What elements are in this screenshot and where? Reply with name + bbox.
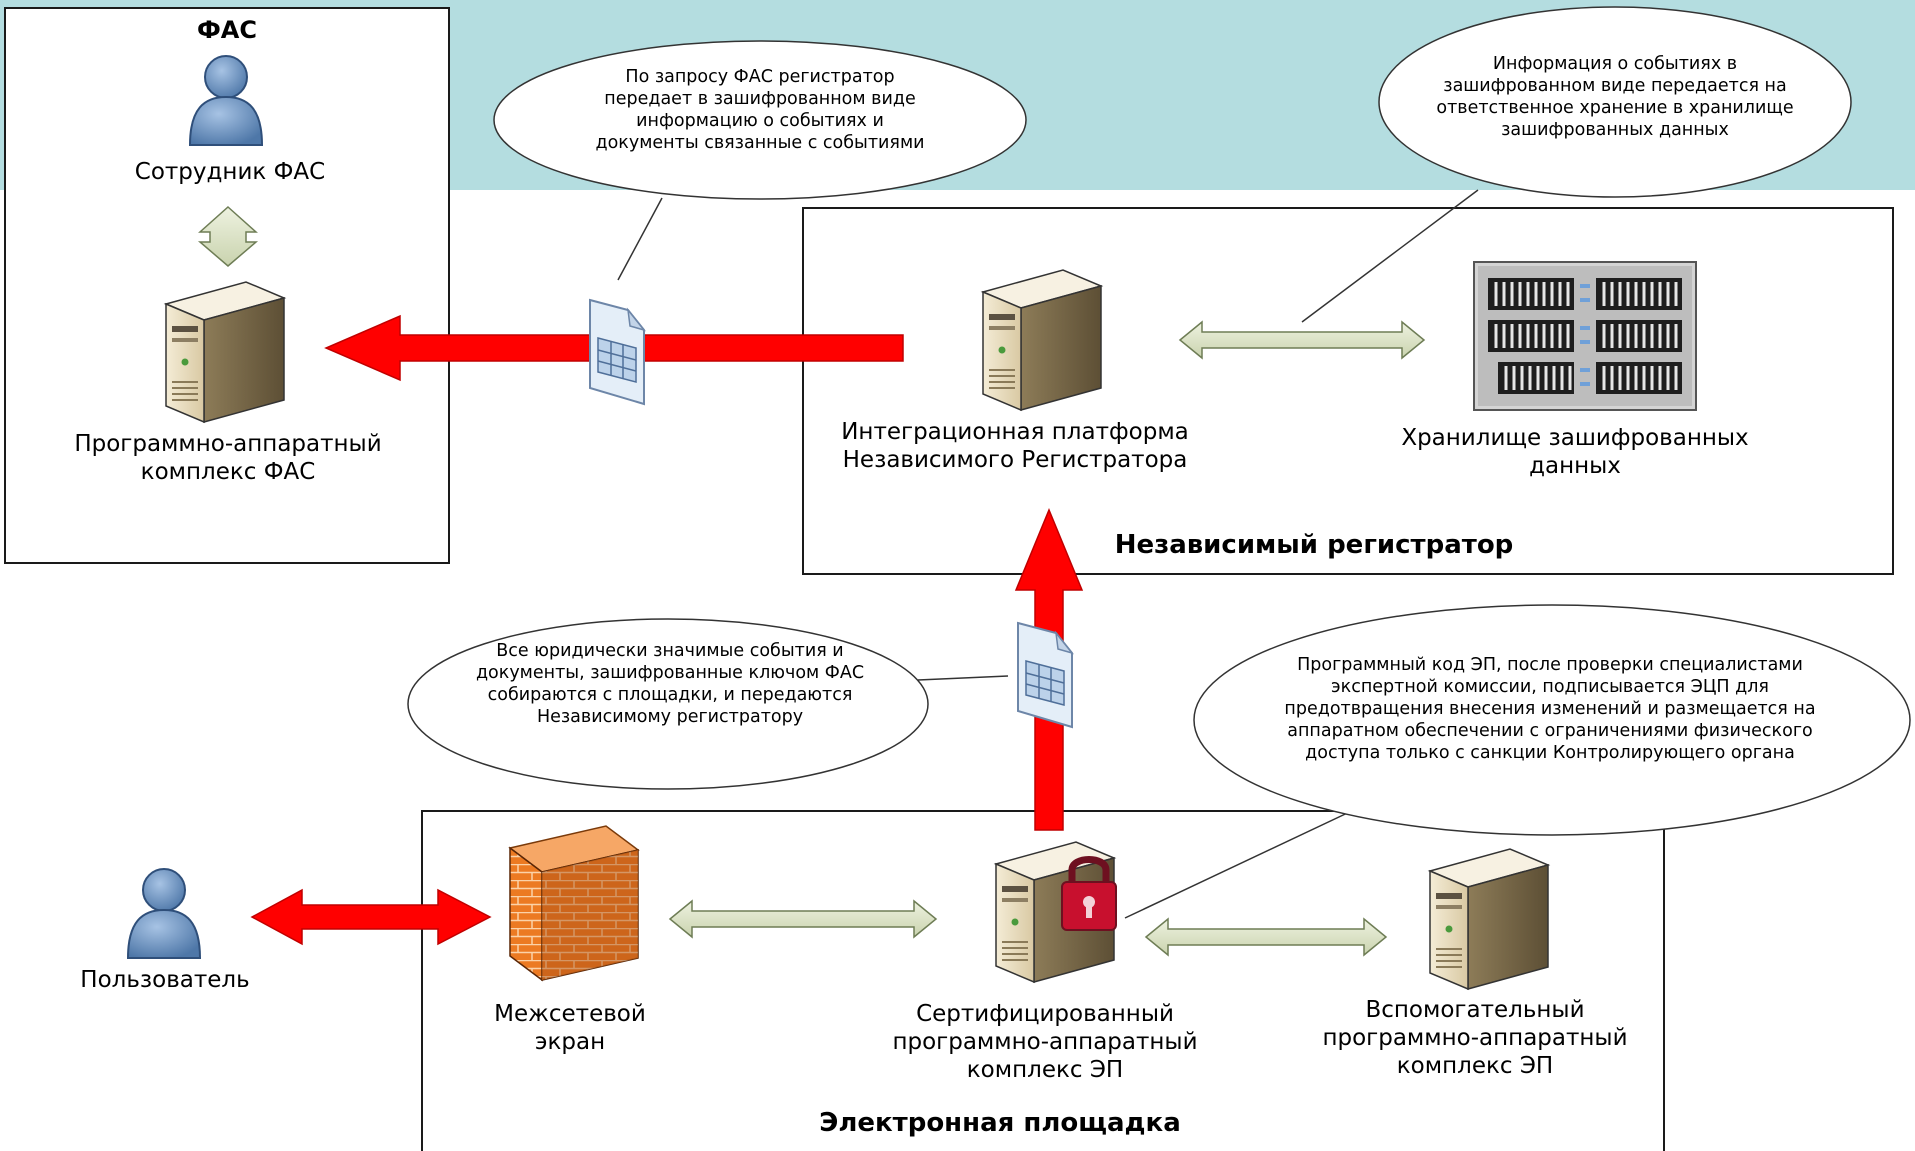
document-icon-fas-transfer (589, 299, 645, 405)
callout-code-info-line-1: Программный код ЭП, после проверки специ… (1297, 655, 1803, 675)
callout-events-collect-line-1: Все юридически значимые события и (496, 641, 844, 661)
callout-line-storage (1301, 189, 1479, 323)
callout-storage-info-line-4: зашифрованных данных (1501, 120, 1729, 140)
red-arrow-user-firewall (250, 888, 492, 946)
callout-code-info-line-5: доступа только с санкции Контролирующего… (1305, 743, 1795, 763)
storage-array-icon (1473, 261, 1697, 411)
server-icon-aux (1429, 848, 1549, 990)
callout-events-collect-line-4: Независимому регистратору (536, 707, 804, 727)
server-icon-fas (165, 281, 285, 423)
callout-code-info-line-4: аппаратном обеспечении с ограничениями ф… (1287, 721, 1813, 741)
firewall-line-2: экран (534, 1029, 606, 1055)
callout-events-collect-line-3: собираются с площадки, и передаются (487, 685, 853, 705)
platform-title: Электронная площадка (819, 1108, 1181, 1138)
callout-fas-request-line-2: передает в зашифрованном виде (604, 89, 916, 109)
person-icon-user (127, 868, 201, 959)
registrar-platform-line-2: Независимого Регистратора (842, 447, 1188, 473)
callout-fas-request-text: По запросу ФАС регистратор передает в за… (500, 66, 1020, 154)
user-label: Пользователь (80, 967, 250, 993)
callout-fas-request-line-4: документы связанные с событиями (595, 133, 925, 153)
light-arrow-fas-vertical (197, 205, 259, 267)
light-arrow-firewall-cert (668, 899, 938, 939)
firewall-label: Межсетевой экран (470, 1000, 670, 1056)
callout-code-info-line-2: экспертной комиссии, подписывается ЭЦП д… (1331, 677, 1769, 697)
certified-line-3: комплекс ЭП (966, 1057, 1124, 1083)
fas-complex-label: Программно-аппаратный комплекс ФАС (40, 430, 416, 486)
registrar-title: Независимый регистратор (1114, 530, 1514, 560)
callout-line-fas-request (617, 197, 663, 281)
certified-line-2: программно-аппаратный (892, 1029, 1198, 1055)
storage-line-1: Хранилище зашифрованных (1401, 425, 1749, 451)
aux-line-3: комплекс ЭП (1396, 1053, 1554, 1079)
firewall-line-1: Межсетевой (494, 1001, 646, 1027)
fas-employee-label: Сотрудник ФАС (134, 159, 326, 185)
lock-icon (1061, 856, 1117, 931)
callout-line-code (1124, 807, 1359, 919)
callout-fas-request-line-1: По запросу ФАС регистратор (625, 67, 895, 87)
registrar-box (802, 207, 1894, 575)
document-icon-registrar-transfer (1017, 622, 1073, 728)
callout-fas-request-line-3: информацию о событиях и (636, 111, 884, 131)
callout-storage-info-text: Информация о событиях в зашифрованном ви… (1390, 53, 1840, 141)
certified-label: Сертифицированный программно-аппаратный … (870, 1000, 1220, 1084)
light-arrow-cert-aux (1144, 917, 1388, 957)
registrar-platform-line-1: Интеграционная платформа (841, 419, 1189, 445)
registrar-platform-label: Интеграционная платформа Независимого Ре… (830, 418, 1200, 474)
callout-storage-info-line-1: Информация о событиях в (1492, 54, 1738, 74)
firewall-icon (508, 825, 640, 982)
fas-complex-line-1: Программно-аппаратный (74, 431, 382, 457)
callout-storage-info (1378, 6, 1852, 198)
callout-events-collect-line-2: документы, зашифрованные ключом ФАС (475, 663, 865, 683)
callout-code-info-line-3: предотвращения внесения изменений и разм… (1284, 699, 1816, 719)
storage-label: Хранилище зашифрованных данных (1370, 424, 1780, 480)
callout-events-collect-text: Все юридически значимые события и докуме… (420, 640, 920, 728)
certified-line-1: Сертифицированный (916, 1001, 1174, 1027)
light-arrow-platform-storage (1178, 320, 1426, 360)
callout-code-info (1193, 604, 1911, 836)
callout-line-events (917, 675, 1009, 681)
aux-line-2: программно-аппаратный (1322, 1025, 1628, 1051)
callout-events-collect (407, 618, 929, 790)
callout-storage-info-line-3: ответственное хранение в хранилище (1436, 98, 1794, 118)
callout-storage-info-line-2: зашифрованном виде передается на (1443, 76, 1787, 96)
callout-fas-request (493, 40, 1027, 200)
fas-title: ФАС (197, 16, 257, 44)
storage-line-2: данных (1529, 453, 1621, 479)
fas-complex-line-2: комплекс ФАС (140, 459, 316, 485)
server-icon-registrar (982, 269, 1102, 411)
aux-line-1: Вспомогательный (1365, 997, 1585, 1023)
aux-label: Вспомогательный программно-аппаратный ко… (1300, 996, 1650, 1080)
callout-code-info-text: Программный код ЭП, после проверки специ… (1200, 654, 1900, 764)
